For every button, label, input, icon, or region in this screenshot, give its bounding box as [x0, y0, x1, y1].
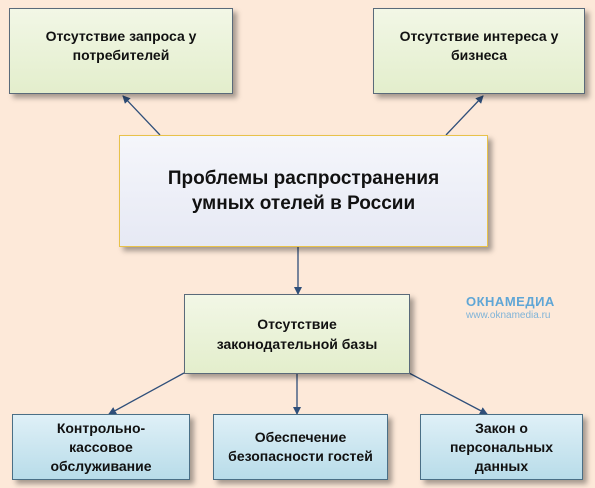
- bottom-right-label: Закон о персональных данных: [449, 419, 554, 474]
- top-left-label: Отсутствие запроса у потребителей: [45, 28, 197, 63]
- middle-box: Отсутствие законодательной базы: [184, 294, 410, 374]
- middle-label: Отсутствие законодательной базы: [216, 316, 378, 352]
- arrow-to-bottom-right: [408, 372, 488, 415]
- arrow-to-bottom-left: [108, 372, 185, 415]
- bottom-center-box: Обеспечение безопасности гостей: [213, 414, 388, 480]
- arrow-to-top-right: [445, 95, 484, 136]
- arrow-to-top-left: [122, 95, 161, 136]
- bottom-left-box: Контрольно-кассовое обслуживание: [12, 414, 190, 480]
- bottom-left-label: Контрольно-кассовое обслуживание: [50, 419, 152, 474]
- watermark-brand: ОКНАМЕДИА: [466, 294, 555, 309]
- main-title: Проблемы распространения умных отелей в …: [167, 168, 440, 214]
- top-right-label: Отсутствие интереса у бизнеса: [399, 28, 559, 63]
- bottom-right-box: Закон о персональных данных: [420, 414, 583, 480]
- top-left-box: Отсутствие запроса у потребителей: [9, 8, 233, 94]
- watermark: ОКНАМЕДИА www.oknamedia.ru: [466, 294, 555, 321]
- bottom-center-label: Обеспечение безопасности гостей: [228, 429, 373, 464]
- watermark-url: www.oknamedia.ru: [466, 310, 551, 321]
- main-title-box: Проблемы распространения умных отелей в …: [119, 135, 488, 247]
- top-right-box: Отсутствие интереса у бизнеса: [373, 8, 585, 94]
